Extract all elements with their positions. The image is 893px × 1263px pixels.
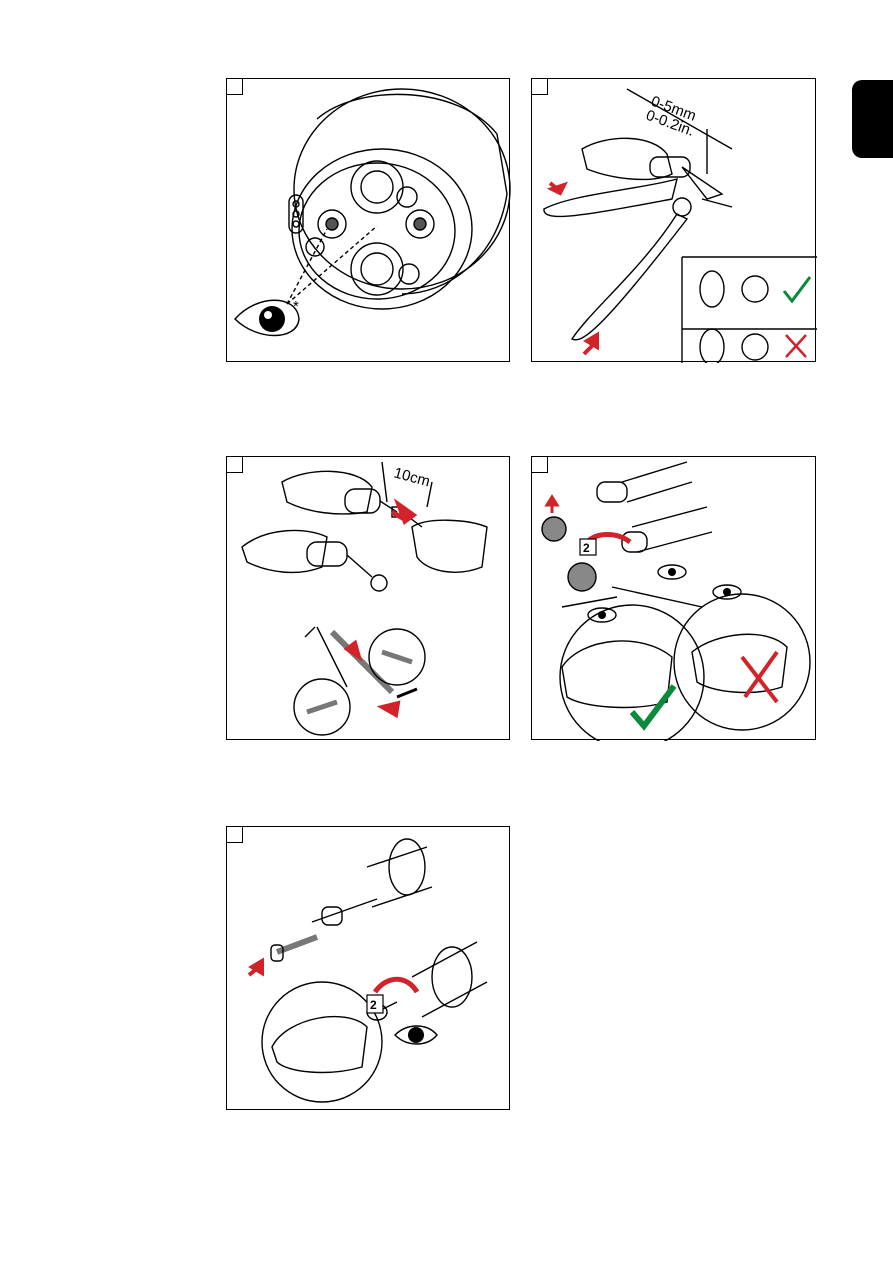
connector-illustration: * [227,79,511,363]
pliers-illustration: 0-5mm 0-0.2in. [532,79,817,363]
arrow-icon [382,703,398,715]
panel-4-mount-nozzle: 2 [531,456,816,740]
step-badge: 2 [370,998,377,1012]
arrow-icon [249,961,262,975]
check-icon [632,686,674,726]
section-tab [852,80,893,158]
cross-icon [742,652,777,702]
spring-illustration: 2 [227,827,511,1111]
panel-1-connector-front: * [226,78,510,362]
pull-illustration: 10cm [227,457,511,741]
length-label: 10cm [392,464,432,490]
arrow-icon [550,183,564,193]
panel-2-cutting: 0-5mm 0-0.2in. [531,78,816,362]
check-icon [784,277,810,301]
arrow-icon [584,335,597,354]
eye-note-asterisk: * [293,298,299,315]
rotate-arrow-icon [375,979,417,992]
step-badge: 2 [583,541,590,555]
panel-5-insert-spring: 2 [226,826,510,1110]
nozzle-illustration: 2 [532,457,817,741]
panel-3-pull-out: 10cm [226,456,510,740]
cross-icon [786,335,806,357]
arrow-icon [547,497,557,513]
